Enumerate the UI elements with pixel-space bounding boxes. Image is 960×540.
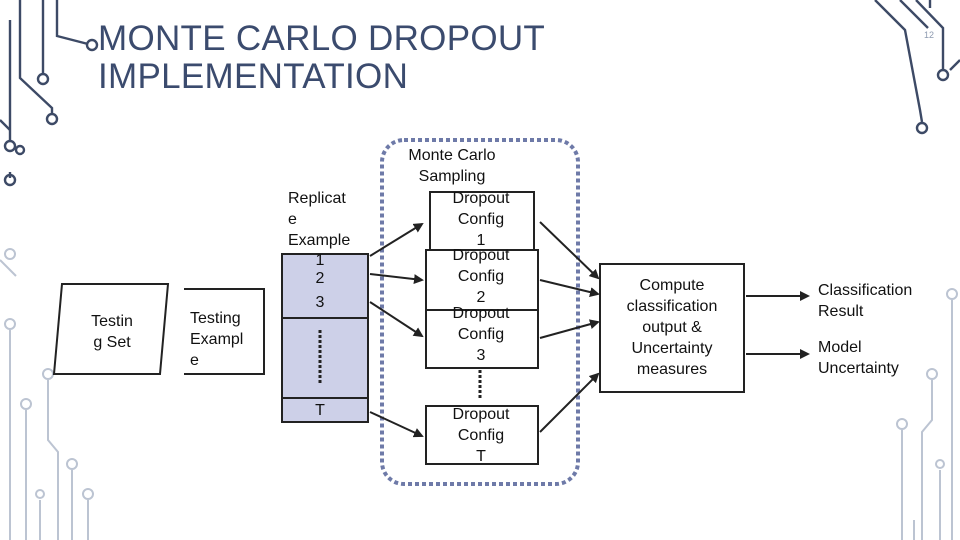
replicate-row-3: 3 (315, 294, 325, 311)
testing-example-label: Testing Exampl e (190, 310, 244, 369)
replicate-column (281, 253, 369, 423)
dropout-box-2 (425, 249, 539, 311)
title-line-2: IMPLEMENTATION (98, 57, 409, 96)
arrow-drop3-compute (539, 319, 600, 339)
arrow-drop1-compute (539, 221, 600, 280)
replicate-row-1: 1 (315, 252, 325, 269)
dropout-box-1 (429, 191, 535, 251)
circuit-bottom-left (0, 248, 94, 540)
slide-title: MONTE CARLO DROPOUT IMPLEMENTATION (98, 20, 545, 96)
dropout-box-3 (425, 309, 539, 369)
page-number: 12 (924, 30, 935, 40)
circuit-bottom-right (896, 288, 958, 540)
circuit-top-left (0, 0, 99, 187)
testing-set-shape (52, 283, 170, 375)
circuit-top-right (874, 0, 960, 135)
title-line-1: MONTE CARLO DROPOUT (98, 19, 546, 58)
dropout-config-1-label: Dropout Config 1 (452, 190, 510, 249)
dropout-config-t-label: Dropout Config T (452, 406, 510, 465)
testing-example-shape (184, 288, 265, 375)
arrow-rep1-drop1 (369, 222, 424, 257)
arrow-rep3-drop3 (369, 301, 424, 338)
replicate-example-label: Replicat e Example (288, 190, 351, 249)
dropout-config-3-label: Dropout Config 3 (452, 305, 510, 364)
replicate-row-2: 2 (315, 270, 325, 287)
dropout-box-t (425, 405, 539, 465)
model-uncertainty-label: Model Uncertainty (818, 339, 899, 377)
testing-set-label: Testin g Set (91, 313, 133, 351)
replicate-row-t: T (315, 402, 325, 419)
arrow-rep2-drop2 (369, 273, 424, 285)
classification-result-label: Classification Result (818, 282, 913, 320)
arrow-dropt-compute (539, 372, 600, 433)
mc-sampling-label: Monte Carlo Sampling (408, 147, 496, 185)
arrow-rept-dropt (369, 411, 424, 438)
dropout-config-2-label: Dropout Config 2 (452, 247, 510, 306)
compute-box (599, 263, 745, 393)
arrow-drop2-compute (539, 279, 600, 297)
mc-sampling-region (380, 138, 580, 486)
compute-label: Compute classification output & Uncertai… (626, 277, 718, 378)
